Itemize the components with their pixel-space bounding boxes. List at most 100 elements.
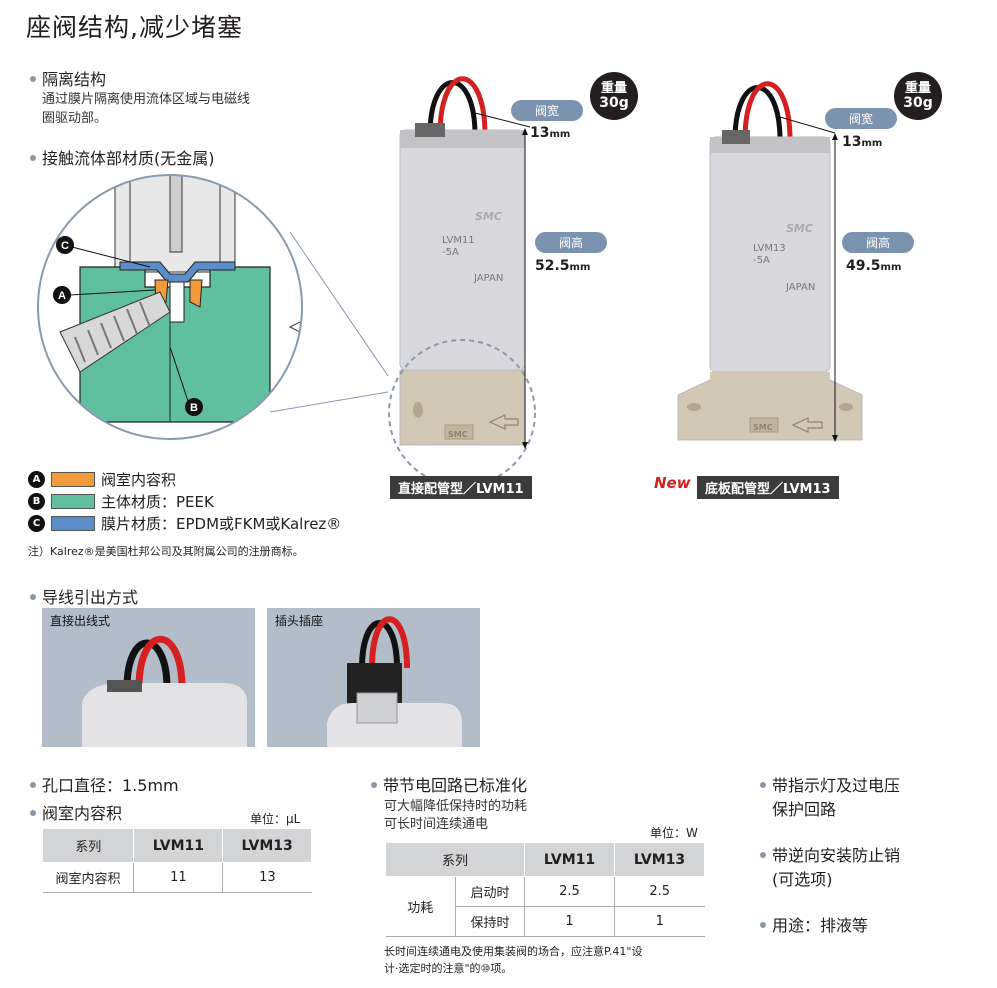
callout-a-marker	[53, 286, 71, 304]
photo-direct-wire-label: 直接出线式	[50, 614, 111, 628]
lvm13-illustration	[677, 81, 863, 442]
callout-a-label: A	[58, 290, 66, 302]
power-row-start-lvm13: 2.5	[614, 876, 705, 907]
lvm13-height-value: 49.5mm	[846, 258, 902, 274]
power-table-header: 系列 LVM11 LVM13	[385, 842, 705, 877]
legend-swatch-c	[51, 515, 95, 531]
power-row-hold-lvm13: 1	[614, 906, 705, 937]
photo-plug-socket: 插头插座	[267, 608, 480, 747]
lvm11-width-label: 阀宽	[511, 100, 583, 121]
lvm11-body-model: LVM11	[442, 235, 475, 246]
power-group-label: 功耗	[385, 876, 456, 937]
volume-table-row: 阀室内容积 11 13	[42, 862, 312, 893]
lvm11-illustration	[388, 76, 536, 487]
volume-table-header: 系列 LVM11 LVM13	[41, 828, 312, 863]
bullet-dot	[30, 593, 36, 600]
isolation-heading: 隔离结构	[30, 66, 106, 90]
power-footnote-line-2: 计·选定时的注意"的⑩项。	[384, 962, 513, 975]
volume-table: 系列 LVM11 LVM13 阀室内容积 11 13	[41, 828, 312, 893]
lead-heading: 导线引出方式	[30, 584, 138, 608]
cross-section-diagram: C A B	[37, 174, 389, 440]
lvm11-body-origin: JAPAN	[474, 273, 504, 284]
volume-header-lvm13: LVM13	[222, 828, 312, 863]
power-row-start-label: 启动时	[455, 876, 525, 907]
legend-label-a: 阀室内容积	[101, 470, 177, 489]
lvm11-weight-badge: 重量 30g	[590, 72, 638, 120]
material-legend: A 阀室内容积 B 主体材质：PEEK C 膜片材质：EPDM或FKM或Kalr…	[28, 468, 341, 534]
callout-c-label: C	[61, 240, 69, 252]
lvm11-body-logo: SMC	[475, 210, 502, 223]
power-desc-1: 可大幅降低保持时的功耗	[384, 799, 528, 814]
lvm13-body-model: LVM13	[753, 243, 786, 254]
power-row-hold-lvm11: 1	[524, 906, 615, 937]
legend-row-b: B 主体材质：PEEK	[28, 490, 341, 512]
volume-heading: 阀室内容积	[30, 800, 122, 824]
power-unit: 单位：W	[650, 826, 698, 840]
lvm13-base-logo: SMC	[753, 423, 773, 432]
legend-swatch-b	[51, 493, 95, 509]
photo-direct-wire: 直接出线式	[42, 608, 255, 747]
callout-b-marker	[185, 398, 203, 416]
plug-socket-illustration	[327, 616, 462, 747]
legend-badge-a: A	[28, 470, 45, 488]
power-row-start-lvm11: 2.5	[524, 876, 615, 907]
power-header-lvm11: LVM11	[524, 842, 615, 877]
lvm11-height-label: 阀高	[535, 232, 607, 253]
bullet-dot	[760, 921, 766, 928]
product-lvm13: LVM13 -5A JAPAN SMC SMC 阀宽 13mm 阀高 49.5m…	[650, 55, 980, 499]
orifice-spec: 孔口直径：1.5mm	[30, 772, 179, 796]
power-desc-2: 可长时间连续通电	[384, 817, 489, 832]
volume-header-series: 系列	[41, 828, 135, 863]
feature-reverse-pin: 带逆向安装防止销 (可选项)	[760, 842, 900, 890]
volume-row-lvm11: 11	[133, 862, 223, 893]
zoom-line-top	[289, 231, 389, 377]
volume-header-lvm11: LVM11	[133, 828, 224, 863]
volume-row-label: 阀室内容积	[42, 862, 134, 893]
trademark-note: 注）Kalrez®是美国杜邦公司及其附属公司的注册商标。	[28, 545, 304, 558]
legend-label-b: 主体材质：PEEK	[101, 492, 214, 511]
lvm13-weight-badge: 重量 30g	[894, 72, 942, 120]
volume-row-lvm13: 13	[222, 862, 312, 893]
lvm11-height-value: 52.5mm	[535, 258, 591, 274]
zoom-circle	[388, 339, 536, 487]
lvm13-height-label: 阀高	[842, 232, 914, 253]
lvm13-body-origin: JAPAN	[786, 282, 816, 293]
bullet-dot	[760, 851, 766, 858]
isolation-desc-2: 圈驱动部。	[42, 111, 108, 126]
power-table: 系列 LVM11 LVM13 功耗 启动时 2.5 2.5 保持时 1 1	[385, 842, 705, 937]
lvm11-width-value: 13mm	[530, 125, 571, 141]
lvm13-tag: 底板配管型／LVM13	[697, 476, 839, 499]
feature-application: 用途：排液等	[760, 912, 900, 936]
power-header-series: 系列	[385, 842, 525, 877]
lvm11-body-suffix: -5A	[442, 247, 459, 258]
direct-wire-illustration	[82, 635, 247, 747]
power-heading: 带节电回路已标准化	[371, 772, 527, 796]
lvm13-body-logo: SMC	[786, 222, 813, 235]
power-footnote: 长时间连续通电及使用集装阀的场合，应注意P.41"设 计·选定时的注意"的⑩项。	[384, 943, 642, 977]
legend-badge-c: C	[28, 514, 45, 532]
legend-swatch-a	[51, 471, 95, 487]
legend-row-a: A 阀室内容积	[28, 468, 341, 490]
legend-label-c: 膜片材质：EPDM或FKM或Kalrez®	[101, 514, 342, 533]
lvm13-width-value: 13mm	[842, 134, 883, 150]
bullet-dot	[30, 809, 36, 816]
page-title: 座阀结构,减少堵塞	[26, 13, 243, 42]
bullet-dot	[30, 781, 36, 788]
bullet-dot	[760, 781, 766, 788]
legend-row-c: C 膜片材质：EPDM或FKM或Kalrez®	[28, 512, 341, 534]
new-badge: New	[654, 474, 691, 492]
callout-c-marker	[56, 236, 74, 254]
feature-indicator: 带指示灯及过电压 保护回路	[760, 772, 900, 820]
power-row-start: 功耗 启动时 2.5 2.5	[385, 876, 705, 937]
feature-list: 带指示灯及过电压 保护回路 带逆向安装防止销 (可选项) 用途：排液等	[760, 772, 900, 936]
legend-badge-b: B	[28, 492, 45, 510]
photo-plug-socket-label: 插头插座	[275, 614, 324, 628]
callout-b-label: B	[190, 402, 198, 414]
volume-unit: 单位：μL	[250, 812, 301, 826]
bullet-dot	[30, 154, 36, 161]
wetted-heading: 接触流体部材质(无金属)	[30, 145, 215, 169]
power-row-hold-label: 保持时	[455, 906, 525, 937]
lvm13-width-label: 阀宽	[825, 108, 897, 129]
zoom-line-bottom	[269, 391, 389, 413]
lvm13-body-suffix: -5A	[753, 255, 770, 266]
